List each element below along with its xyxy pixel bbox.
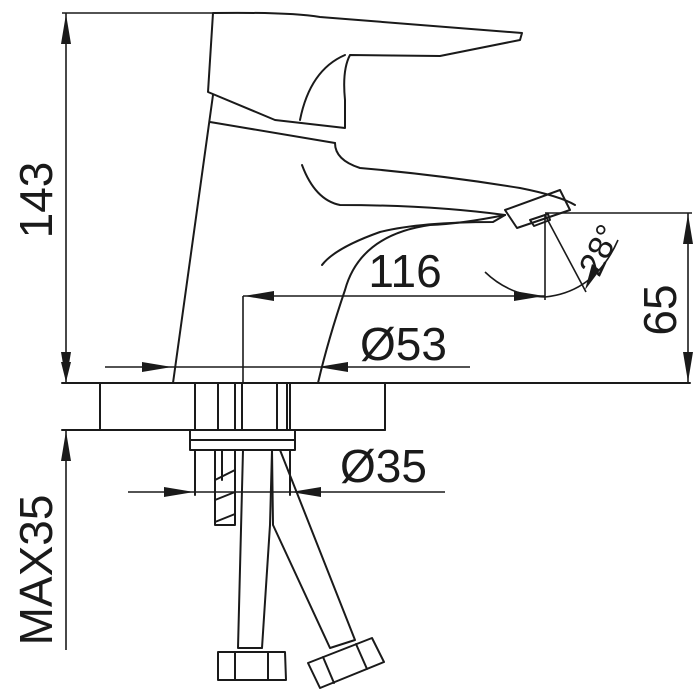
spout-height-label: 65 [634,284,686,335]
counter-thickness-dimension: MAX35 [10,362,100,650]
angle-label: 28° [572,219,628,282]
body-diameter-label: Ø53 [360,318,447,370]
angle-dimension: 28° [484,214,628,298]
counter-thickness-label: MAX35 [10,495,62,646]
faucet-body [172,11,576,384]
height-label: 143 [10,162,62,239]
spout-height-dimension: 65 [545,212,693,383]
countertop-section [61,382,691,431]
reach-label: 116 [368,245,441,297]
supply-hoses [217,449,385,689]
hole-diameter-label: Ø35 [340,440,427,492]
hole-diameter-dimension: Ø35 [128,440,445,497]
height-dimension: 143 [10,12,215,383]
mounting-washer [189,429,296,526]
body-diameter-dimension: Ø53 [105,318,470,372]
